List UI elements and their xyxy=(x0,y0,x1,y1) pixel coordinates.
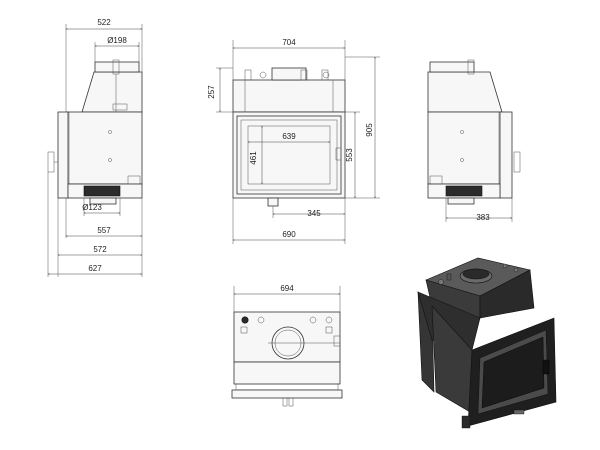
dim-body-height: 553 xyxy=(345,148,354,162)
dim-depth-572: 572 xyxy=(93,245,107,254)
dim-depth-557: 557 xyxy=(97,226,111,235)
dim-front-top-height: 257 xyxy=(207,85,216,99)
front-view-drawing: 704 257 639 461 553 905 345 690 xyxy=(207,38,380,244)
side-view-right-drawing: 383 xyxy=(427,59,521,222)
top-view-drawing: 694 xyxy=(231,284,343,407)
dim-rear-offset: 383 xyxy=(476,213,490,222)
dim-front-offset: 345 xyxy=(307,209,321,218)
dim-front-width-top: 704 xyxy=(282,38,296,47)
dim-side-width: 522 xyxy=(97,18,111,27)
dim-door-height: 461 xyxy=(249,151,258,165)
dim-front-width-bottom: 690 xyxy=(282,230,296,239)
dim-flue-diameter: Ø198 xyxy=(107,36,127,45)
dim-door-width: 639 xyxy=(282,132,296,141)
dim-air-inlet-diameter: Ø123 xyxy=(82,203,102,212)
side-view-drawing: 522 Ø198 Ø123 557 572 627 xyxy=(48,18,143,277)
fireplace-3d-render xyxy=(417,257,557,429)
dim-depth-627: 627 xyxy=(88,264,102,273)
dim-top-width: 694 xyxy=(280,284,294,293)
dim-total-height: 905 xyxy=(365,123,374,137)
